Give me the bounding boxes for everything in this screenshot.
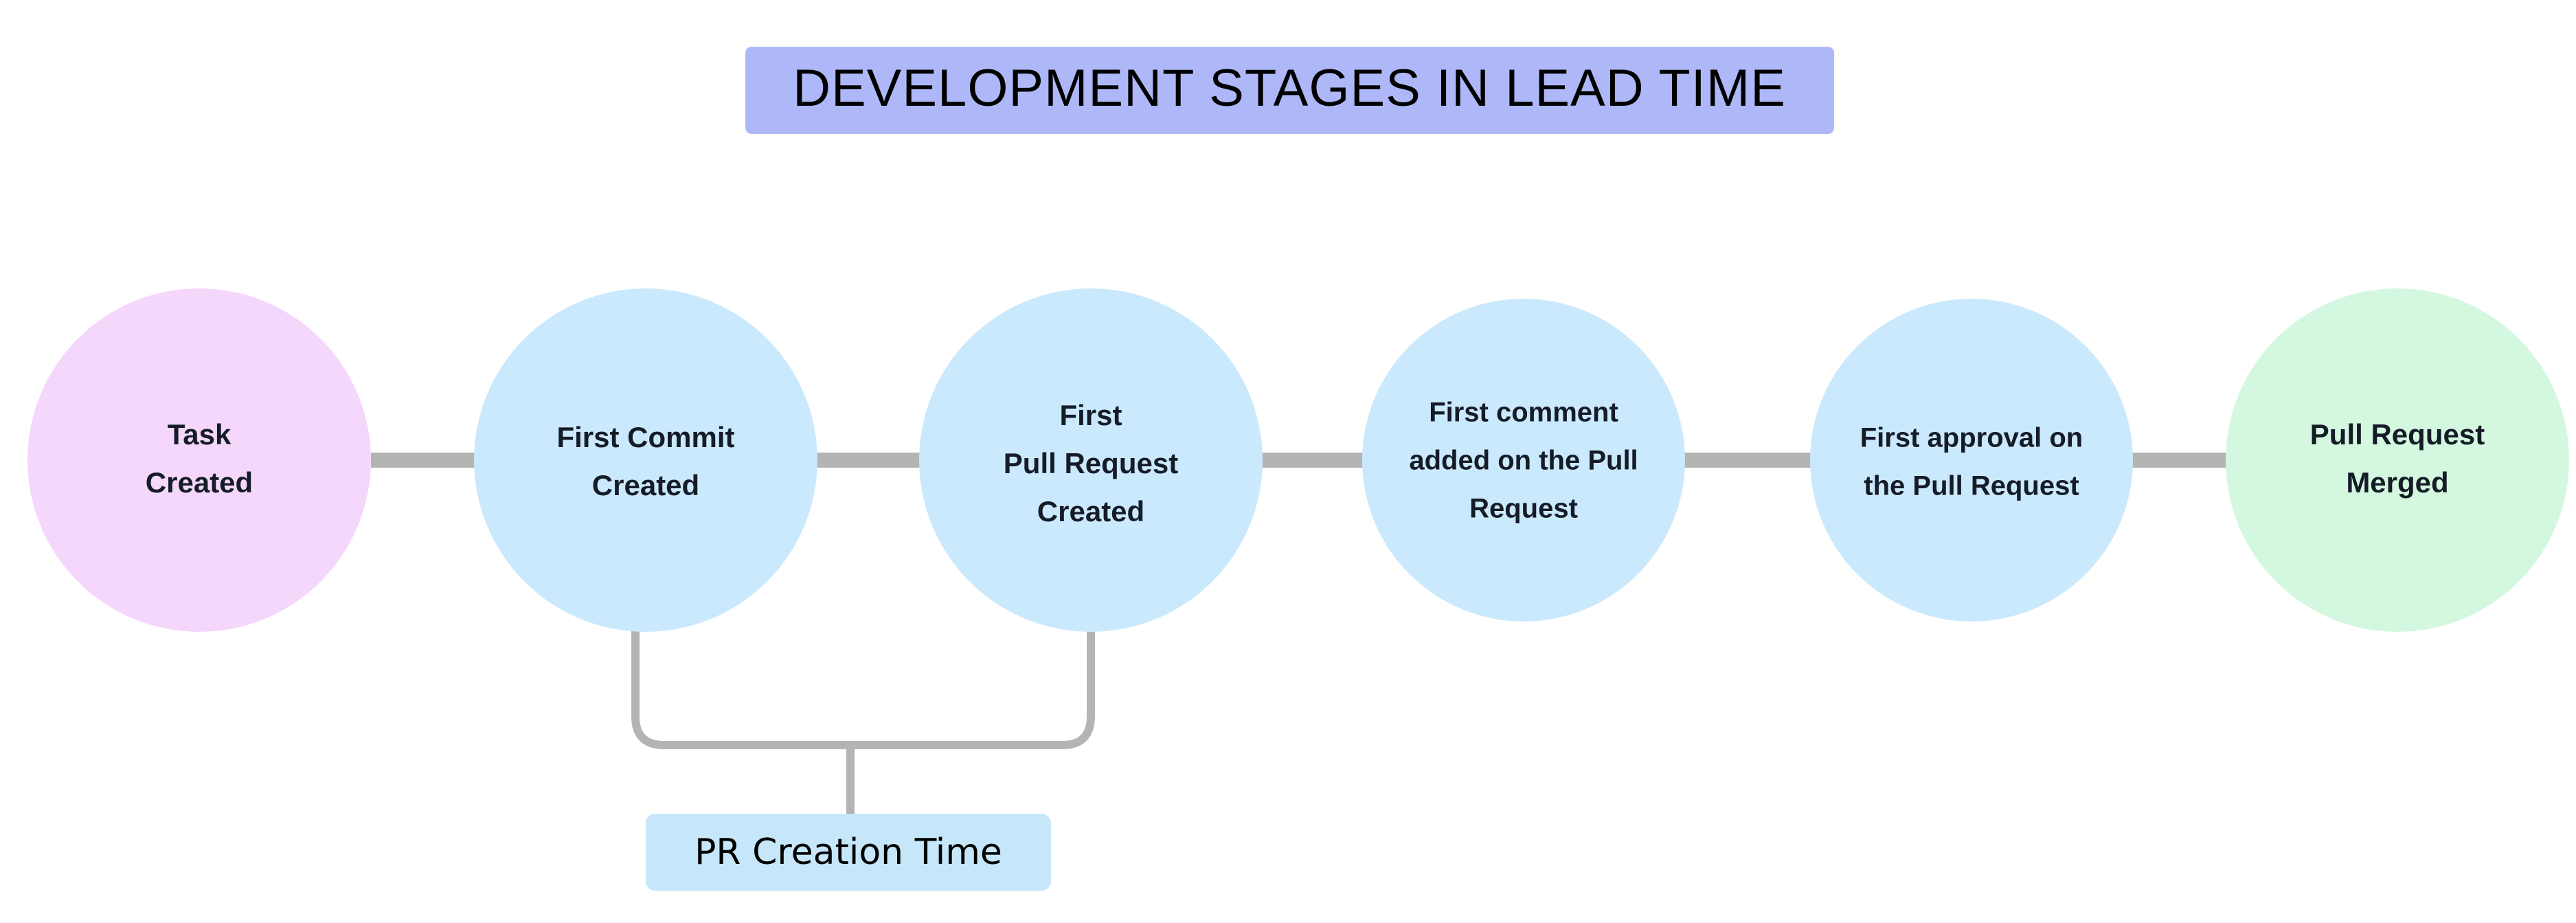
node-first-approval[interactable]: First approval on the Pull Request <box>1810 299 2133 622</box>
title-text: DEVELOPMENT STAGES IN LEAD TIME <box>793 59 1786 117</box>
edge-label-text: PR Creation Time <box>694 832 1002 873</box>
node-first-pull-request-created[interactable]: First Pull Request Created <box>919 288 1263 632</box>
node-first-commit-created-shape <box>474 288 817 632</box>
node-first-approval-line-1: First approval on <box>1860 423 2083 453</box>
node-first-commit-created-line-1: First Commit <box>556 421 734 453</box>
edge-label-background <box>646 814 1051 891</box>
node-pull-request-merged-line-1: Pull Request <box>2310 418 2485 451</box>
node-first-approval-shape <box>1810 299 2133 622</box>
node-first-comment-added[interactable]: First comment added on the Pull Request <box>1362 299 1685 622</box>
title-banner-background <box>745 47 1834 134</box>
pr-creation-time-bracket <box>631 628 1095 817</box>
node-pull-request-merged[interactable]: Pull Request Merged <box>2226 288 2569 632</box>
node-first-pull-request-created-line-2: Pull Request <box>1004 447 1178 479</box>
node-first-commit-created[interactable]: First Commit Created <box>474 288 817 632</box>
node-first-comment-added-shape <box>1362 299 1685 622</box>
node-pull-request-merged-shape <box>2226 288 2569 632</box>
node-first-commit-created-line-2: Created <box>592 469 699 501</box>
node-first-pull-request-created-shape <box>919 288 1263 632</box>
node-first-comment-added-line-2: added on the Pull <box>1409 446 1638 476</box>
edge-label-pr-creation-time[interactable]: PR Creation Time <box>646 814 1051 891</box>
node-first-comment-added-line-3: Request <box>1469 494 1578 524</box>
node-first-approval-line-2: the Pull Request <box>1864 471 2079 501</box>
node-task-created-shape <box>27 288 371 632</box>
bracket-path <box>631 628 1095 749</box>
node-first-comment-added-line-1: First comment <box>1429 398 1618 428</box>
node-first-pull-request-created-line-3: Created <box>1037 495 1144 527</box>
node-task-created[interactable]: Task Created <box>27 288 371 632</box>
node-first-pull-request-created-line-1: First <box>1059 399 1122 431</box>
node-task-created-line-1: Task <box>168 418 231 451</box>
node-task-created-line-2: Created <box>146 466 253 499</box>
node-pull-request-merged-line-2: Merged <box>2346 466 2448 499</box>
diagram-title: DEVELOPMENT STAGES IN LEAD TIME <box>745 47 1834 134</box>
